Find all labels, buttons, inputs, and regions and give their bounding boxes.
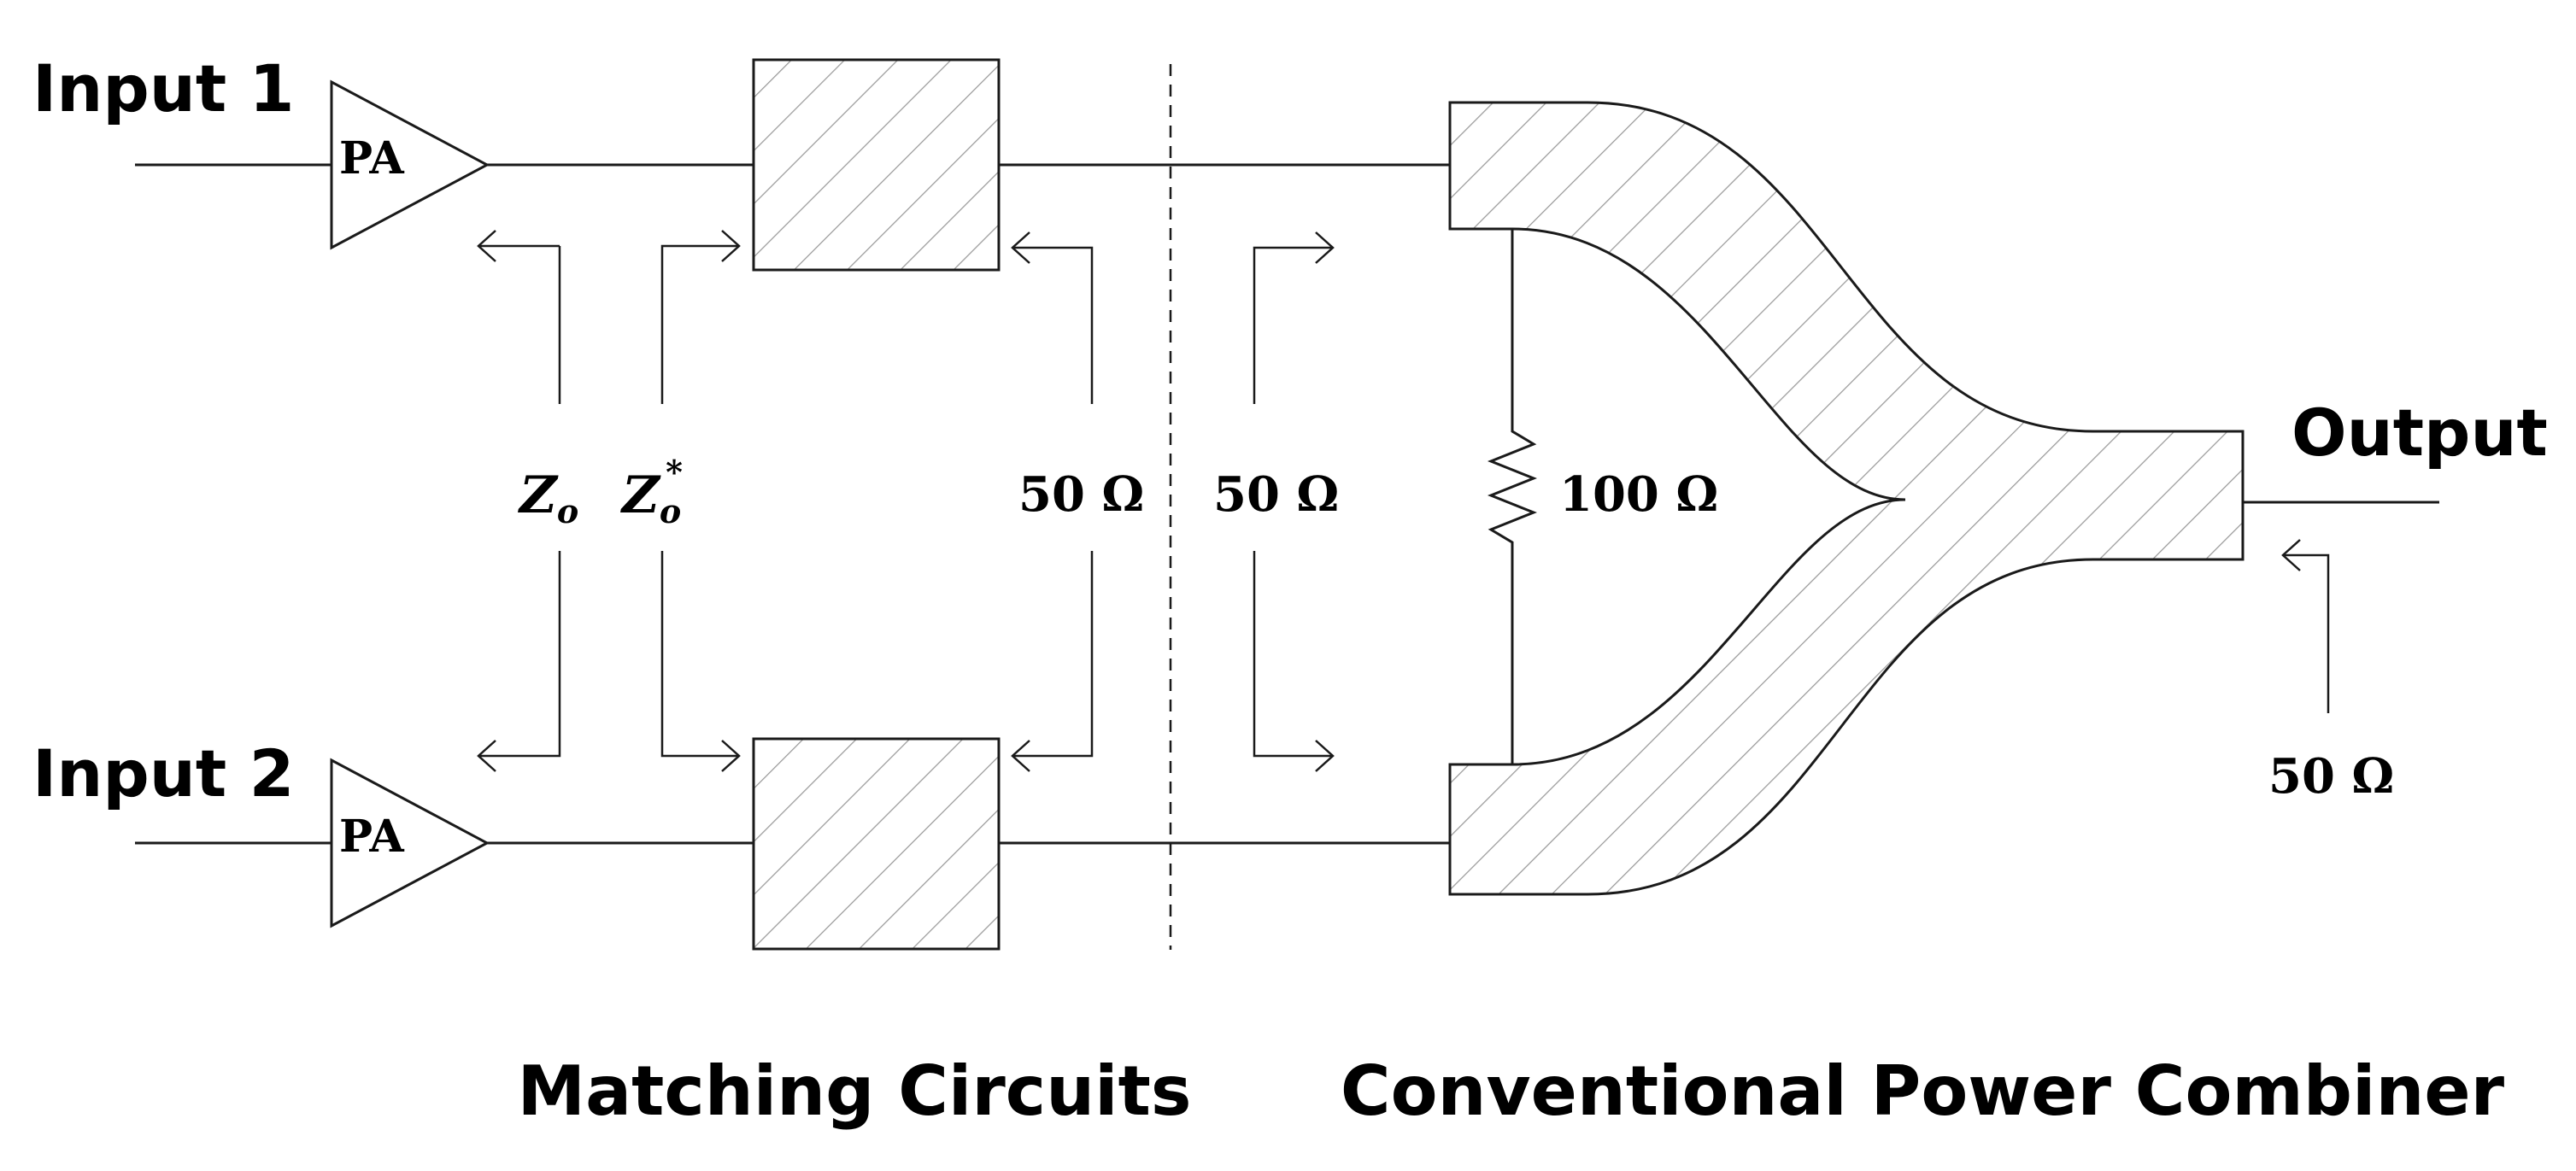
zo-label: Zo	[518, 465, 578, 530]
combiner-input-arrow	[1253, 231, 1335, 772]
combiner-50-ohm-label: 50 Ω	[1213, 466, 1339, 523]
matching-box-1	[752, 58, 1000, 272]
zo-arrow	[477, 230, 561, 772]
zo-conjugate-label: Zo*	[620, 453, 683, 530]
zo-conjugate-arrow	[660, 230, 741, 772]
output-label: Output	[2291, 395, 2548, 471]
matching-box-2	[752, 737, 1000, 951]
resistor-label: 100 Ω	[1559, 466, 1718, 523]
power-combiner-body	[1448, 101, 2244, 896]
pa1-amplifier: PA	[330, 79, 490, 250]
output-50-ohm-label: 50 Ω	[2268, 748, 2394, 805]
power-combiner-title: Conventional Power Combiner	[1341, 1051, 2505, 1131]
resistor-100-ohm	[1487, 229, 1538, 764]
pa2-label: PA	[339, 811, 404, 863]
matching-50-ohm-label: 50 Ω	[1018, 466, 1144, 523]
input1-label: Input 1	[32, 50, 295, 126]
matching-circuits-title: Matching Circuits	[518, 1051, 1192, 1131]
output-impedance-arrow	[2281, 539, 2330, 713]
pa2-amplifier: PA	[330, 758, 490, 928]
matching-output-arrow	[1011, 231, 1094, 772]
input2-label: Input 2	[32, 735, 295, 811]
pa1-label: PA	[339, 132, 404, 184]
